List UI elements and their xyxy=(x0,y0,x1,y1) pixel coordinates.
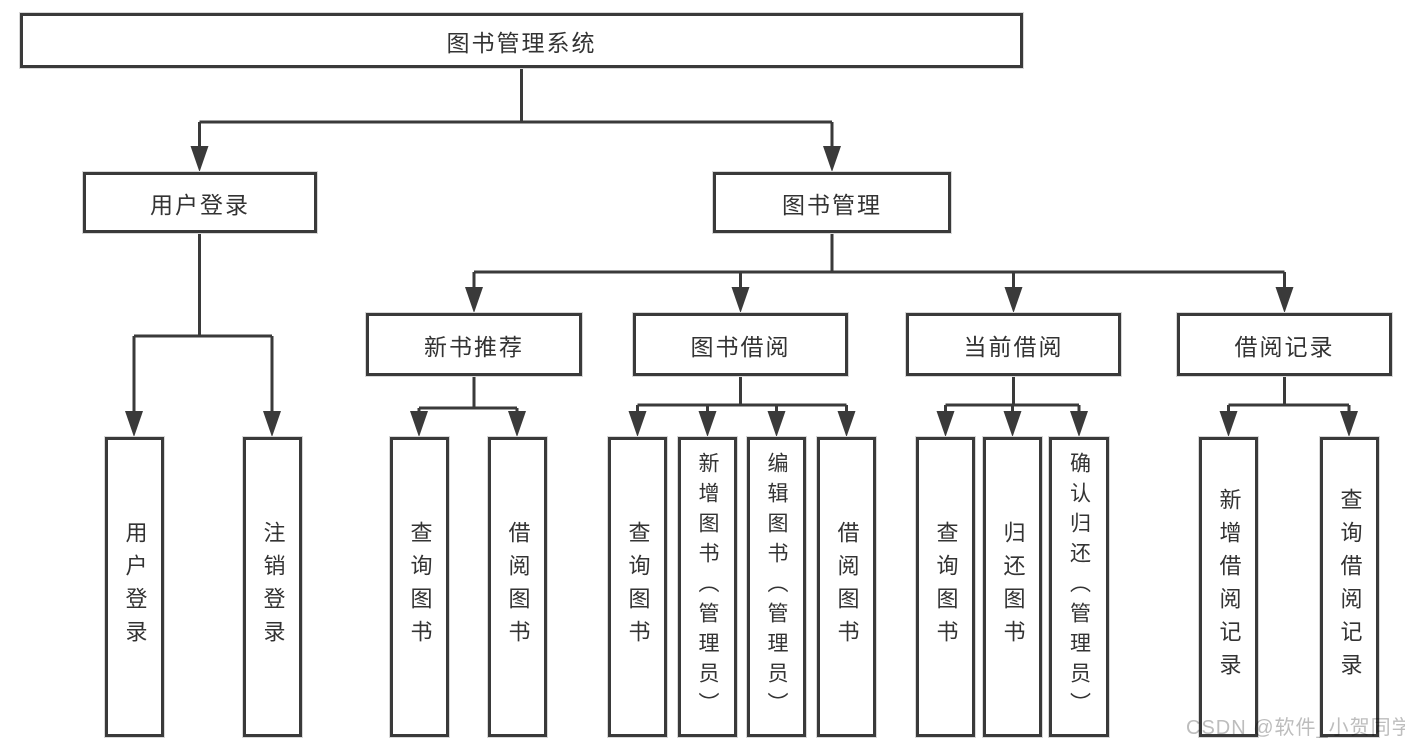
node-label: 用户登录 xyxy=(150,191,250,218)
leaf-current-confirm-return-admin: 确认归还（管理员） xyxy=(1049,437,1109,737)
node-label: 编辑图书（管理员） xyxy=(765,452,788,722)
leaf-records-query-record: 查询借阅记录 xyxy=(1320,437,1379,737)
node-current-borrow: 当前借阅 xyxy=(906,313,1121,376)
node-label: 新增借阅记录 xyxy=(1216,488,1242,686)
node-label: 查询借阅记录 xyxy=(1337,488,1363,686)
node-label: 图书管理系统 xyxy=(446,29,597,56)
node-label: 图书管理 xyxy=(782,191,882,218)
leaf-current-query-books: 查询图书 xyxy=(916,437,975,737)
leaf-current-return-books: 归还图书 xyxy=(983,437,1042,737)
connector-user-login-children xyxy=(132,233,274,416)
connector-book-borrow-children xyxy=(636,376,848,416)
node-label: 借阅图书 xyxy=(834,521,860,653)
csdn-watermark: CSDN @软件_小贺同学 xyxy=(1186,717,1405,739)
leaf-borrow-query-books: 查询图书 xyxy=(608,437,667,737)
leaf-user-login: 用户登录 xyxy=(105,437,164,737)
node-system-root: 图书管理系统 xyxy=(20,13,1023,68)
connector-new-book-recommend-children xyxy=(417,376,519,416)
node-book-management: 图书管理 xyxy=(713,172,951,233)
node-label: 归还图书 xyxy=(1000,521,1026,653)
connector-book-management-children xyxy=(472,233,1286,292)
arrowheads xyxy=(125,146,1358,437)
node-label: 借阅图书 xyxy=(505,521,531,653)
node-label: 新书推荐 xyxy=(424,333,524,360)
leaf-borrow-add-books-admin: 新增图书（管理员） xyxy=(678,437,737,737)
node-book-borrow: 图书借阅 xyxy=(633,313,848,376)
leaf-borrow-edit-books-admin: 编辑图书（管理员） xyxy=(747,437,806,737)
node-borrow-records: 借阅记录 xyxy=(1177,313,1392,376)
node-user-login: 用户登录 xyxy=(83,172,317,233)
node-label: 新增图书（管理员） xyxy=(696,452,719,722)
node-label: 借阅记录 xyxy=(1234,333,1335,360)
node-label: 查询图书 xyxy=(933,521,959,653)
node-label: 用户登录 xyxy=(122,521,148,653)
node-label: 查询图书 xyxy=(625,521,651,653)
leaf-borrow-borrow-books: 借阅图书 xyxy=(817,437,876,737)
node-label: 注销登录 xyxy=(260,521,286,653)
leaf-newrec-borrow-books: 借阅图书 xyxy=(488,437,547,737)
node-label: 确认归还（管理员） xyxy=(1067,452,1091,722)
node-label: 图书借阅 xyxy=(690,333,791,360)
connector-current-borrow-children xyxy=(944,376,1081,416)
leaf-newrec-query-books: 查询图书 xyxy=(390,437,449,737)
node-label: 查询图书 xyxy=(407,521,433,653)
connector-root-to-level2 xyxy=(198,68,834,150)
node-new-book-recommend: 新书推荐 xyxy=(366,313,582,376)
connector-borrow-records-children xyxy=(1227,376,1351,416)
leaf-records-add-record: 新增借阅记录 xyxy=(1199,437,1258,737)
leaf-logout: 注销登录 xyxy=(243,437,302,737)
node-label: 当前借阅 xyxy=(963,333,1064,360)
